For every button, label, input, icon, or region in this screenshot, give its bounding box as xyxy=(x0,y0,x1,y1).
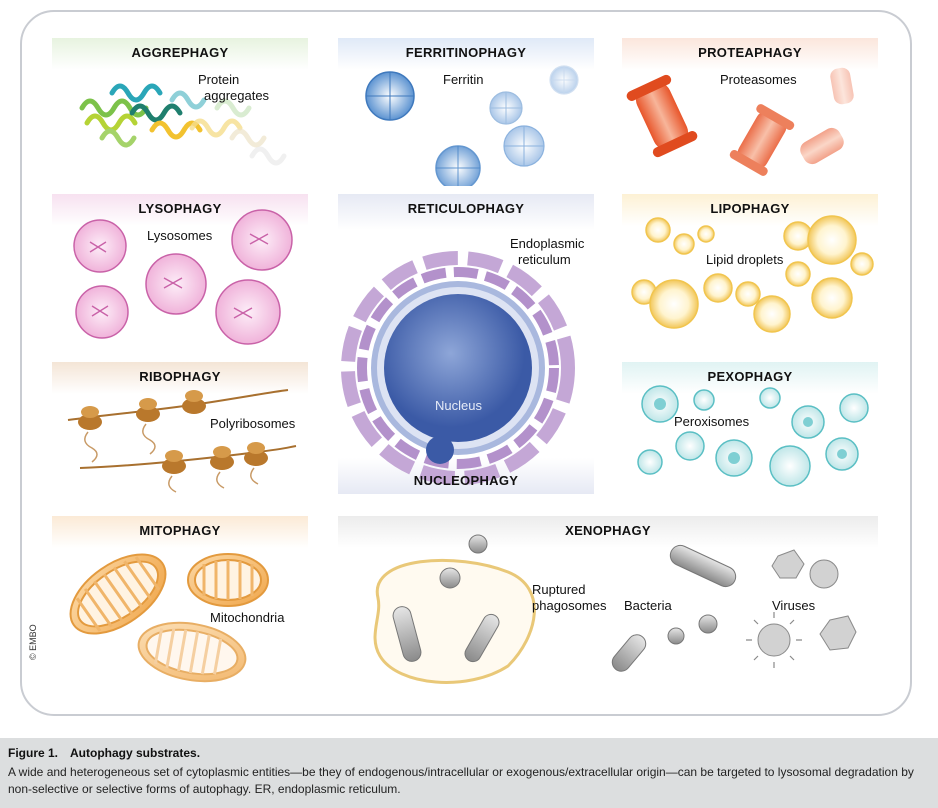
lipid-droplets-icon xyxy=(631,215,874,333)
panel-title: PROTEAPHAGY xyxy=(698,45,802,60)
label-nucleus: Nucleus xyxy=(435,398,482,413)
panel-title: AGGREPHAGY xyxy=(131,45,229,60)
mitophagy-illustration xyxy=(52,516,308,683)
label-proteasomes: Proteasomes xyxy=(720,72,797,87)
label-peroxisomes: Peroxisomes xyxy=(674,414,750,429)
viruses-icon xyxy=(746,549,857,668)
lysosomes-icon xyxy=(73,209,293,345)
label-ferritin: Ferritin xyxy=(443,72,484,87)
panel-lysophagy: LYSOPHAGY Lysosomes xyxy=(52,194,308,350)
caption-heading: Figure 1. Autophagy substrates. xyxy=(8,746,212,760)
label-viruses: Viruses xyxy=(772,598,816,613)
panel-title: PEXOPHAGY xyxy=(707,369,793,384)
label-phagosomes: phagosomes xyxy=(532,598,607,613)
panel-title: RIBOPHAGY xyxy=(139,369,221,384)
label-protein: Protein xyxy=(198,72,240,87)
figure-caption: Figure 1. Autophagy substrates. A wide an… xyxy=(0,738,938,808)
label-endoplasmic: Endoplasmic xyxy=(510,236,585,251)
pexophagy-illustration xyxy=(622,362,878,487)
peroxisomes-icon xyxy=(637,385,869,487)
label-lipid-droplets: Lipid droplets xyxy=(706,252,784,267)
label-lysosomes: Lysosomes xyxy=(147,228,213,243)
panel-mitophagy: MITOPHAGY Mitochondria xyxy=(52,516,308,696)
credit-embo: © EMBO xyxy=(28,624,38,660)
caption-title: Autophagy substrates. xyxy=(70,746,201,760)
nucleus-icon xyxy=(384,294,532,464)
mitochondria-icon xyxy=(69,553,269,683)
label-mitochondria: Mitochondria xyxy=(210,610,285,625)
panel-title: XENOPHAGY xyxy=(565,523,651,538)
panel-lipophagy: LIPOPHAGY Lipid droplets xyxy=(622,194,878,346)
lysophagy-illustration xyxy=(52,194,308,345)
polyribosomes-icon xyxy=(67,389,297,493)
panel-title: LYSOPHAGY xyxy=(138,201,222,216)
panel-title: MITOPHAGY xyxy=(139,523,221,538)
aggrephagy-illustration xyxy=(52,38,308,166)
panel-title: FERRITINOPHAGY xyxy=(405,45,527,60)
panel-reticulophagy: RETICULOPHAGY Endoplasmic reticulum Nucl… xyxy=(338,194,594,494)
panel-title-nucleophagy: NUCLEOPHAGY xyxy=(413,473,519,488)
reticulophagy-illustration xyxy=(338,194,594,494)
label-ruptured: Ruptured xyxy=(532,582,586,597)
proteasomes-icon xyxy=(626,67,854,176)
ferritinophagy-illustration xyxy=(338,38,594,186)
label-bacteria: Bacteria xyxy=(624,598,672,613)
panel-aggrephagy: AGGREPHAGY Protein aggregates xyxy=(52,38,308,186)
lipophagy-illustration xyxy=(622,194,878,333)
panel-title: LIPOPHAGY xyxy=(710,201,790,216)
label-reticulum: reticulum xyxy=(518,252,571,267)
panel-ferritinophagy: FERRITINOPHAGY Ferritin xyxy=(338,38,594,186)
bacteria-icon xyxy=(611,544,737,672)
xenophagy-illustration xyxy=(338,516,878,684)
protein-aggregates-icon xyxy=(79,83,287,166)
caption-text: A wide and heterogeneous set of cytoplas… xyxy=(8,765,914,796)
panel-ribophagy: RIBOPHAGY Polyribosomes xyxy=(52,362,308,502)
ribophagy-illustration xyxy=(52,362,308,493)
panel-title: RETICULOPHAGY xyxy=(407,201,525,216)
panel-pexophagy: PEXOPHAGY Peroxisomes xyxy=(622,362,878,492)
label-aggregates: aggregates xyxy=(204,88,270,103)
ferritin-icon xyxy=(365,65,579,186)
label-polyribosomes: Polyribosomes xyxy=(210,416,296,431)
panel-proteaphagy: PROTEAPHAGY Proteasomes xyxy=(622,38,878,186)
caption-figure-number: Figure 1. xyxy=(8,746,59,760)
proteaphagy-illustration xyxy=(622,38,878,176)
panel-xenophagy: XENOPHAGY Ruptured phagosomes Bacteria V… xyxy=(338,516,878,696)
ruptured-phagosome-icon xyxy=(373,534,536,684)
